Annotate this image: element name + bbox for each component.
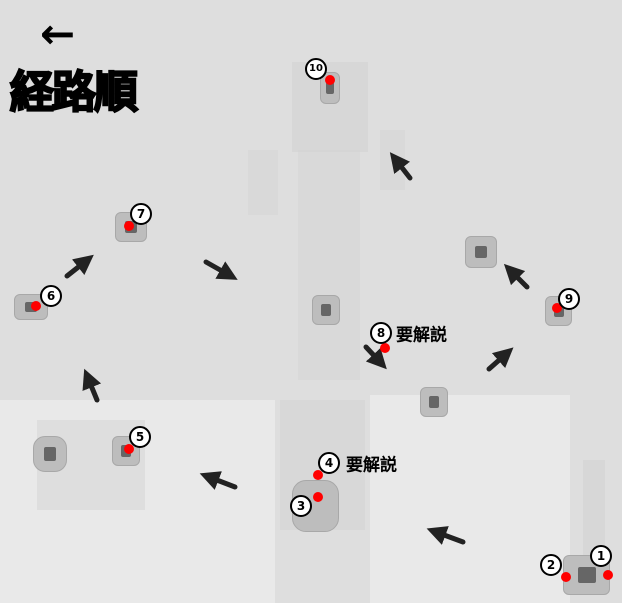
- building-east: [420, 387, 448, 417]
- pillar-right: [583, 460, 605, 560]
- waypoint-label-6: 6: [40, 285, 62, 307]
- route-arrow: [82, 368, 102, 403]
- route-arrow: [199, 471, 238, 490]
- route-arrow: [503, 263, 530, 290]
- waypoint-marker-2[interactable]: [561, 572, 571, 582]
- route-arrow: [203, 259, 238, 280]
- route-arrow: [486, 347, 514, 372]
- waypoint-marker-8[interactable]: [380, 343, 390, 353]
- route-direction-arrow: ←: [40, 9, 76, 58]
- waypoint-label-8: 8: [370, 322, 392, 344]
- waypoint-marker-1[interactable]: [603, 570, 613, 580]
- tower-column: [298, 150, 360, 380]
- route-arrow: [64, 254, 94, 279]
- waypoint-marker-4[interactable]: [313, 470, 323, 480]
- pillar-left: [248, 150, 278, 215]
- waypoint-label-9: 9: [558, 288, 580, 310]
- building-center: [312, 295, 340, 325]
- route-arrow: [426, 526, 466, 545]
- waypoint-marker-7[interactable]: [124, 221, 134, 231]
- waypoint-note-8: 要解説: [396, 325, 447, 346]
- waypoint-note-4: 要解説: [346, 455, 397, 476]
- waypoint-label-7: 7: [130, 203, 152, 225]
- waypoint-marker-10[interactable]: [325, 75, 335, 85]
- waypoint-label-3: 3: [290, 495, 312, 517]
- waypoint-marker-9[interactable]: [552, 303, 562, 313]
- waypoint-marker-3[interactable]: [313, 492, 323, 502]
- route-arrow: [389, 152, 413, 181]
- waypoint-label-4: 4: [318, 452, 340, 474]
- waypoint-marker-6[interactable]: [31, 301, 41, 311]
- waypoint-label-5: 5: [129, 426, 151, 448]
- building-ne: [465, 236, 497, 268]
- map-area-lower-right: [370, 395, 570, 603]
- waypoint-marker-5[interactable]: [124, 444, 134, 454]
- waypoint-label-10: 10: [305, 58, 327, 80]
- route-order-title: 経路順: [9, 66, 139, 119]
- waypoint-label-1: 1: [590, 545, 612, 567]
- route-arrow: [363, 344, 387, 370]
- building-west: [33, 436, 67, 472]
- waypoint-label-2: 2: [540, 554, 562, 576]
